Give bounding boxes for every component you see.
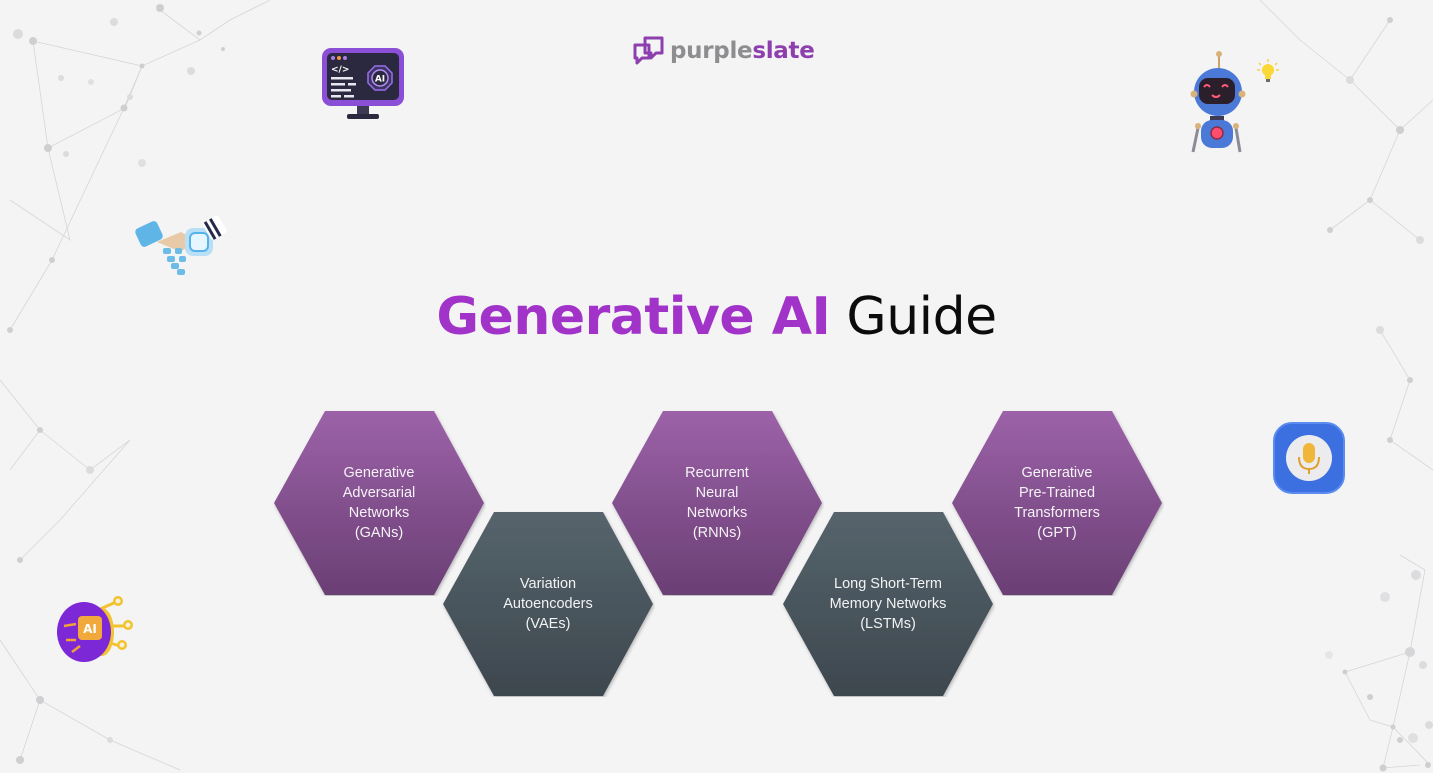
logo-text-slate: slate (752, 37, 815, 64)
hexagon-label: Recurrent Neural Networks (RNNs) (640, 410, 794, 596)
hexagon-shape (274, 411, 484, 595)
robot-handshake-icon (135, 215, 227, 275)
label-line: Adversarial (342, 485, 416, 501)
label-line: Autoencoders (503, 596, 593, 612)
brain-ai-badge: AI (83, 622, 97, 636)
label-line: Memory Networks (829, 596, 947, 612)
hexagon-lstms: Long Short-Term Memory Networks (LSTMs) (781, 511, 995, 697)
microphone-icon (1273, 422, 1345, 494)
label-line: Pre-Trained (1018, 485, 1096, 501)
title-accent: Generative AI (436, 287, 831, 347)
label-line: Long Short-Term (834, 576, 942, 592)
label-line: Neural (695, 485, 739, 501)
label-line: (GPT) (1037, 525, 1077, 541)
ai-brain-icon: AI (57, 596, 133, 662)
robot-icon (1190, 51, 1246, 153)
hexagon-rnns: Recurrent Neural Networks (RNNs) (610, 410, 824, 596)
hexagon-shape (443, 512, 653, 696)
logo-text-purple: purple (670, 37, 753, 64)
hexagon-shape (783, 512, 993, 696)
label-line: Variation (519, 576, 577, 592)
label-line: (GANs) (354, 525, 404, 541)
label-line: Generative (1021, 465, 1093, 481)
label-line: Networks (686, 505, 748, 521)
hexagon-label: Generative Pre-Trained Transformers (GPT… (980, 410, 1134, 596)
hexagon-gpt: Generative Pre-Trained Transformers (GPT… (950, 410, 1164, 596)
ai-monitor-icon: </> AI (322, 48, 404, 119)
hexagon-label: Long Short-Term Memory Networks (LSTMs) (811, 511, 965, 697)
label-line: (LSTMs) (860, 616, 916, 632)
label-line: (VAEs) (525, 616, 571, 632)
hexagon-shape (952, 411, 1162, 595)
label-line: Recurrent (685, 465, 749, 481)
monitor-ai-badge: AI (375, 75, 385, 85)
label-line: Networks (348, 505, 410, 521)
hexagon-label: Variation Autoencoders (VAEs) (471, 511, 625, 697)
label-line: (RNNs) (692, 525, 742, 541)
page-title: Generative AI Guide (0, 282, 1433, 352)
hexagon-gans: Generative Adversarial Networks (GANs) (272, 410, 486, 596)
svg-text:</>: </> (331, 65, 349, 75)
hexagon-vaes: Variation Autoencoders (VAEs) (441, 511, 655, 697)
title-rest: Guide (846, 287, 997, 347)
label-line: Transformers (1014, 505, 1100, 521)
label-line: Generative (343, 465, 415, 481)
logo-wordmark: purpleslate (670, 37, 815, 64)
hexagon-label: Generative Adversarial Networks (GANs) (302, 410, 456, 596)
chat-bubbles-logo-icon (633, 36, 664, 65)
hexagon-shape (612, 411, 822, 595)
purpleslate-logo[interactable]: purpleslate (632, 34, 815, 74)
lightbulb-icon (1257, 59, 1279, 82)
